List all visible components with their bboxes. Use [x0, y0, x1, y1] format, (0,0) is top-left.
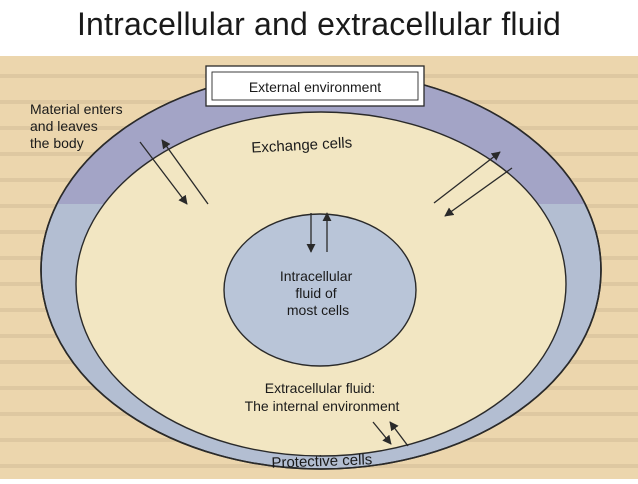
slide-title: Intracellular and extracellular fluid [76, 6, 562, 42]
external-environment-box [205, 65, 425, 107]
extracellular-label: Extracellular fluid: The internal enviro… [245, 380, 400, 414]
material-label: Material enters and leaves the body [30, 101, 126, 151]
extracellular-label-line-1: Extracellular fluid: [265, 380, 376, 396]
material-label-line-2: and leaves [30, 118, 98, 134]
protective-cells-label: Protective cells [271, 451, 372, 472]
extracellular-label-line-2: The internal environment [245, 398, 400, 414]
external-environment-label: External environment [249, 79, 381, 95]
intracellular-label-line-2: fluid of [295, 285, 336, 301]
exchange-cells-label: Exchange cells [251, 134, 353, 156]
intracellular-label-line-1: Intracellular [280, 268, 353, 284]
intracellular-fluid-region [223, 213, 417, 367]
diagram-figure: External environment Material enters and… [0, 56, 638, 479]
intracellular-label-line-3: most cells [287, 302, 349, 318]
left-exchange-arrows [139, 139, 209, 205]
intracellular-label: Intracellular fluid of most cells [280, 268, 356, 318]
intracellular-exchange-arrows [306, 212, 332, 253]
right-exchange-arrows [433, 151, 513, 217]
body-fluid-diagram: External environment Material enters and… [0, 56, 638, 479]
material-label-line-1: Material enters [30, 101, 123, 117]
material-label-line-3: the body [30, 135, 84, 151]
protective-exchange-arrows [372, 421, 409, 447]
